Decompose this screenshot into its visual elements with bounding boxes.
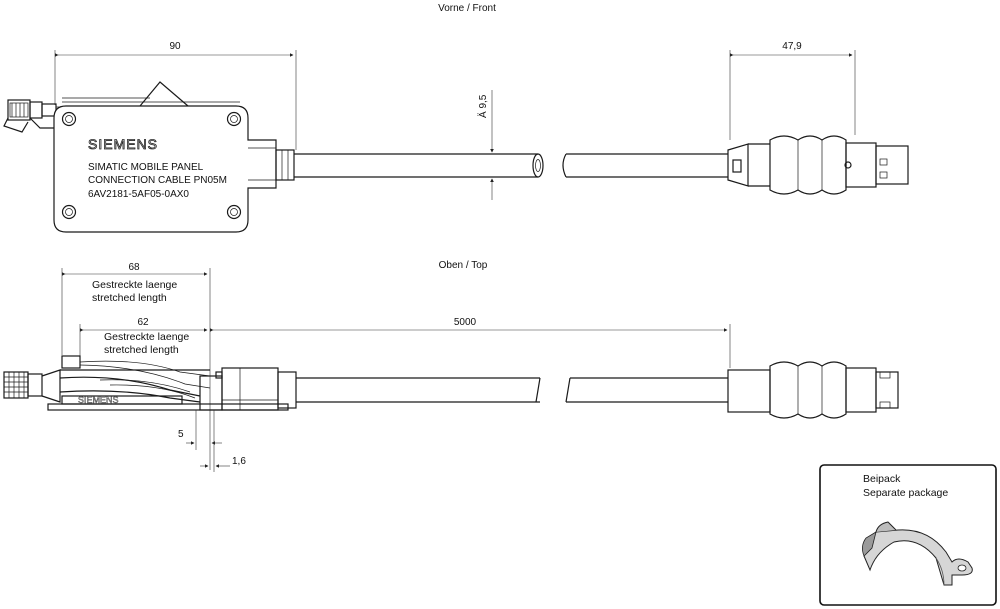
stretched-length-de-1: Gestreckte laenge: [92, 279, 177, 291]
siemens-brand-top: SIEMENS: [78, 395, 119, 405]
label-line-3: 6AV2181-5AF05-0AX0: [88, 189, 189, 200]
m12-plug-front: [727, 135, 909, 195]
svg-text:1,6: 1,6: [232, 456, 246, 467]
stretched-length-de-2: Gestreckte laenge: [104, 331, 189, 343]
separate-package-box: Beipack Separate package: [819, 464, 997, 606]
wire-bundle: [59, 355, 211, 403]
screw-icon: [61, 111, 77, 127]
svg-text:62: 62: [137, 317, 149, 328]
rj45-plug-front: [3, 99, 62, 133]
dimension-cable-diameter: Ä 9,5: [477, 90, 494, 200]
svg-text:5000: 5000: [454, 317, 477, 328]
siemens-brand: SIEMENS: [88, 136, 158, 152]
clip-part-icon: [862, 521, 973, 586]
label-line-2: CONNECTION CABLE PN05M: [88, 175, 227, 186]
package-title-en: Separate package: [863, 487, 948, 499]
dimension-68: 68 Gestreckte laenge stretched length: [61, 262, 211, 470]
dimension-5: 5: [178, 410, 222, 450]
label-line-1: SIMATIC MOBILE PANEL: [88, 162, 204, 173]
housing-top-tab: [139, 81, 189, 107]
dimension-62: 62 Gestreckte laenge stretched length: [79, 317, 208, 358]
m12-plug-top: [727, 361, 899, 419]
connector-housing-front: SIEMENS SIMATIC MOBILE PANEL CONNECTION …: [53, 105, 277, 233]
screw-icon: [226, 111, 242, 127]
svg-text:68: 68: [128, 262, 140, 273]
dimension-5000: 5000: [210, 317, 731, 368]
connector-housing-top: SIEMENS: [47, 367, 297, 411]
cable-front: [275, 149, 728, 181]
dimension-47-9: 47,9: [729, 41, 856, 140]
top-view-title: Oben / Top: [439, 260, 488, 271]
cable-top: [296, 377, 728, 403]
screw-icon: [61, 204, 77, 220]
svg-text:Ä 9,5: Ä 9,5: [477, 94, 489, 118]
svg-text:90: 90: [169, 41, 181, 52]
dimension-90: 90: [54, 41, 297, 150]
package-title-de: Beipack: [863, 473, 901, 485]
stretched-length-en-1: stretched length: [92, 292, 167, 304]
svg-text:5: 5: [178, 429, 184, 440]
svg-text:47,9: 47,9: [782, 41, 802, 52]
dimension-1-6: 1,6: [200, 410, 246, 472]
stretched-length-en-2: stretched length: [104, 344, 179, 356]
front-view-title: Vorne / Front: [438, 3, 496, 14]
screw-icon: [226, 204, 242, 220]
rj45-plug-top: [3, 369, 61, 403]
